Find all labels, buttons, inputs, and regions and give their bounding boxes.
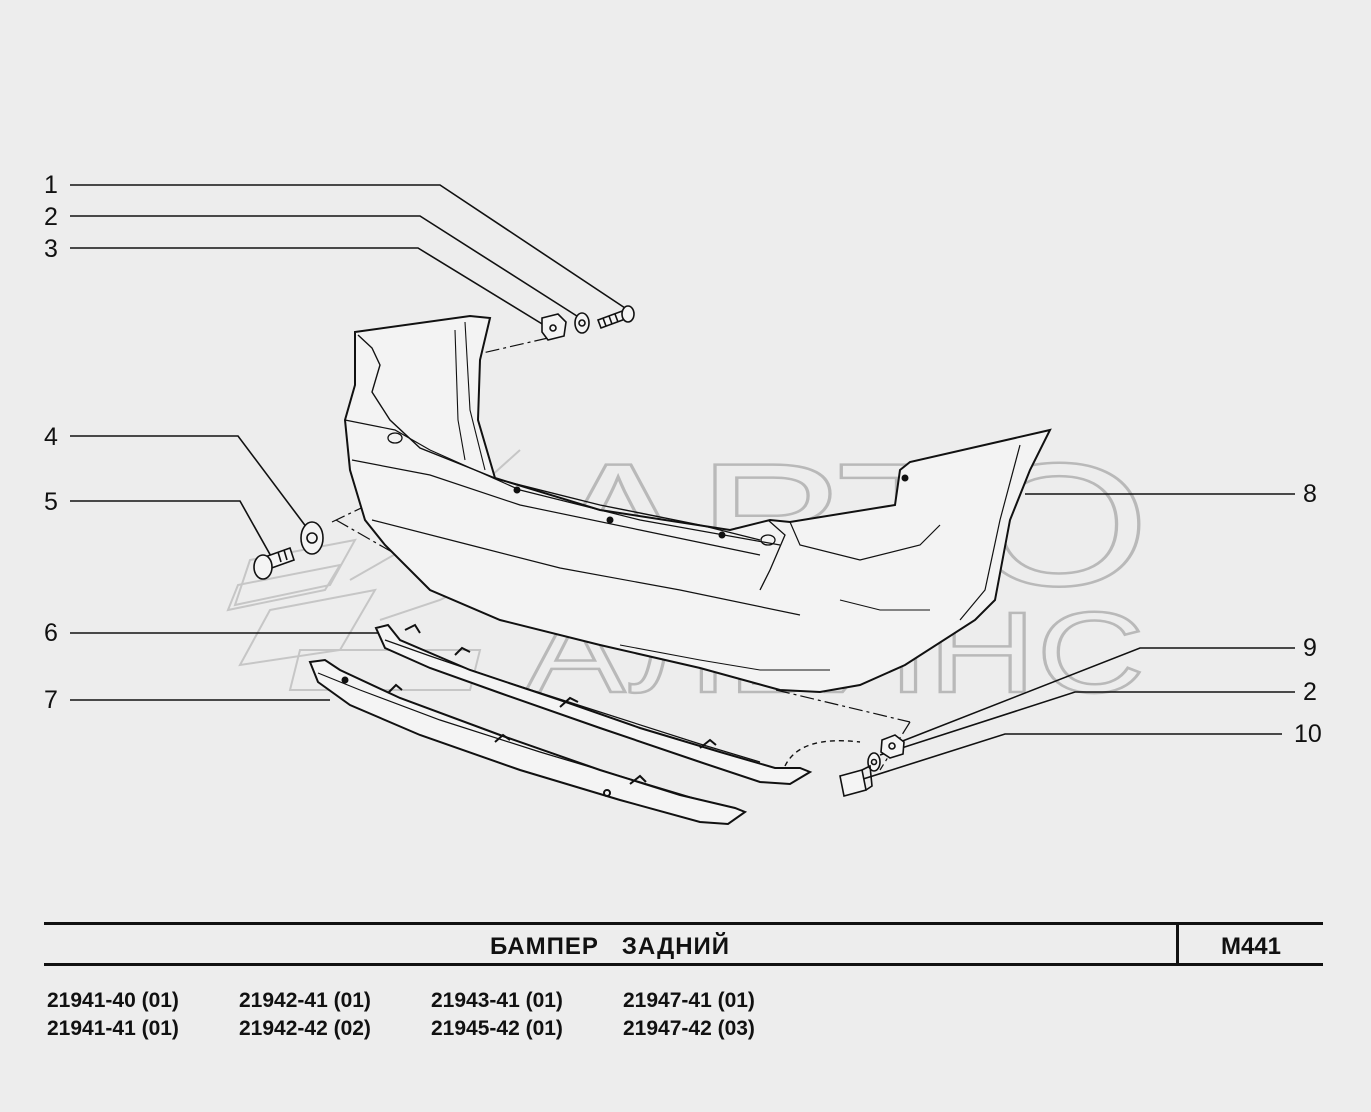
callout-1: 1 xyxy=(44,171,58,199)
clip-path-arrow xyxy=(784,740,861,767)
model-code: 21941-41 (01) xyxy=(47,1017,179,1040)
leader-1 xyxy=(70,184,629,311)
model-code: 21945-42 (01) xyxy=(431,1017,563,1040)
part-9-nut xyxy=(880,734,905,759)
callout-2-upper: 2 xyxy=(44,203,58,231)
callout-10: 10 xyxy=(1294,720,1322,748)
callout-6: 6 xyxy=(44,619,58,647)
leader-2b xyxy=(879,691,1295,756)
model-code: 21942-42 (02) xyxy=(239,1017,371,1040)
title-divider xyxy=(1176,925,1179,963)
callout-9: 9 xyxy=(1303,634,1317,662)
callout-2-lower: 2 xyxy=(1303,678,1317,706)
sheet-code: М441 xyxy=(1220,933,1282,960)
model-code: 21947-42 (03) xyxy=(623,1017,755,1040)
model-code: 21941-40 (01) xyxy=(47,989,179,1012)
part-2-washer-upper xyxy=(574,312,590,334)
callout-3: 3 xyxy=(44,235,58,263)
part-4-washer xyxy=(300,521,324,555)
model-code: 21943-41 (01) xyxy=(431,989,563,1012)
leader-2a xyxy=(70,215,581,319)
part-10-plug xyxy=(839,764,873,797)
bumper-lower-trim xyxy=(374,623,813,786)
title-block: БАМПЕР ЗАДНИЙ М441 xyxy=(44,922,1323,966)
bumper-lower-molding xyxy=(308,658,748,826)
leader-lines xyxy=(70,184,1295,781)
callout-7: 7 xyxy=(44,686,58,714)
leader-5 xyxy=(70,500,273,559)
leader-10 xyxy=(859,733,1282,781)
model-code: 21942-41 (01) xyxy=(239,989,371,1012)
page-title: БАМПЕР ЗАДНИЙ xyxy=(489,933,731,960)
model-list: 21941-40 (01) 21942-41 (01) 21943-41 (01… xyxy=(47,990,815,1040)
part-1-screw xyxy=(596,305,635,330)
leader-3 xyxy=(70,247,553,331)
callout-4: 4 xyxy=(44,423,58,451)
leader-9 xyxy=(899,647,1295,743)
part-3-clip xyxy=(541,313,567,341)
leader-4 xyxy=(70,435,311,533)
rear-bumper-cover xyxy=(343,314,1052,694)
part-5-bolt xyxy=(253,546,296,580)
callout-5: 5 xyxy=(44,488,58,516)
part-2-washer-lower xyxy=(867,752,881,772)
callout-8: 8 xyxy=(1303,480,1317,508)
model-code: 21947-41 (01) xyxy=(623,989,755,1012)
